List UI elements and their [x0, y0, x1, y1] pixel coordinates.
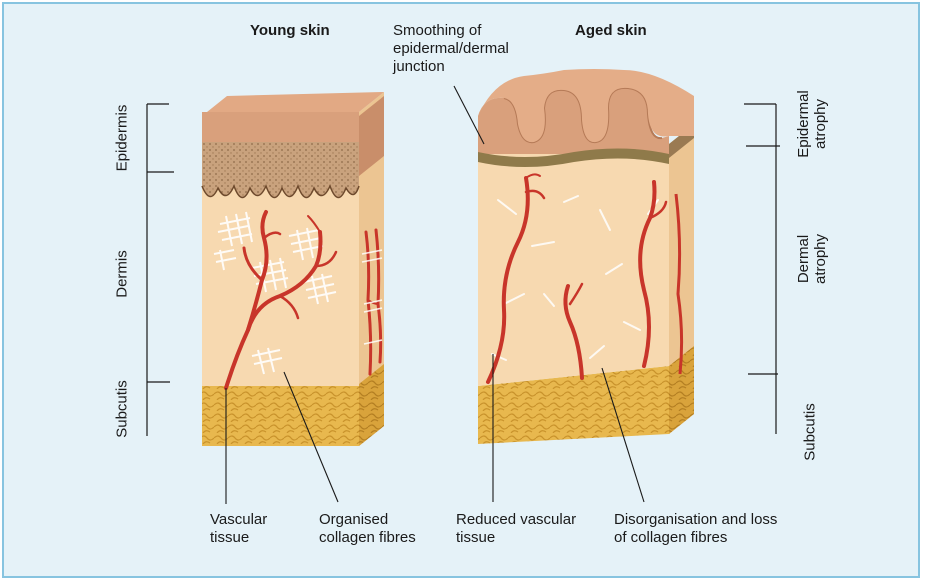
young-epidermis-layer	[202, 112, 359, 142]
subcutis-label-right: Subcutis	[802, 403, 819, 461]
reduced-vascular-label: Reduced vascular tissue	[456, 511, 576, 547]
young-skin-title: Young skin	[250, 22, 330, 40]
dermal-atrophy-label: Dermal atrophy	[795, 234, 829, 284]
left-brackets	[147, 104, 174, 436]
right-brackets	[744, 104, 780, 434]
vascular-tissue-label: Vascular tissue	[210, 511, 267, 547]
dermis-label: Dermis	[114, 250, 131, 298]
smoothing-label: Smoothing of epidermal/dermal junction	[393, 22, 509, 76]
epidermis-label: Epidermis	[114, 105, 131, 172]
epidermal-atrophy-label: Epidermal atrophy	[795, 90, 829, 158]
aged-skin-title: Aged skin	[575, 22, 647, 40]
illustration	[4, 4, 918, 576]
disorganisation-label: Disorganisation and loss of collagen fib…	[614, 511, 777, 547]
organised-collagen-label: Organised collagen fibres	[319, 511, 416, 547]
aged-skin-block	[478, 69, 694, 444]
skin-aging-diagram: Young skin Aged skin Smoothing of epider…	[2, 2, 920, 578]
subcutis-label-left: Subcutis	[114, 380, 131, 438]
